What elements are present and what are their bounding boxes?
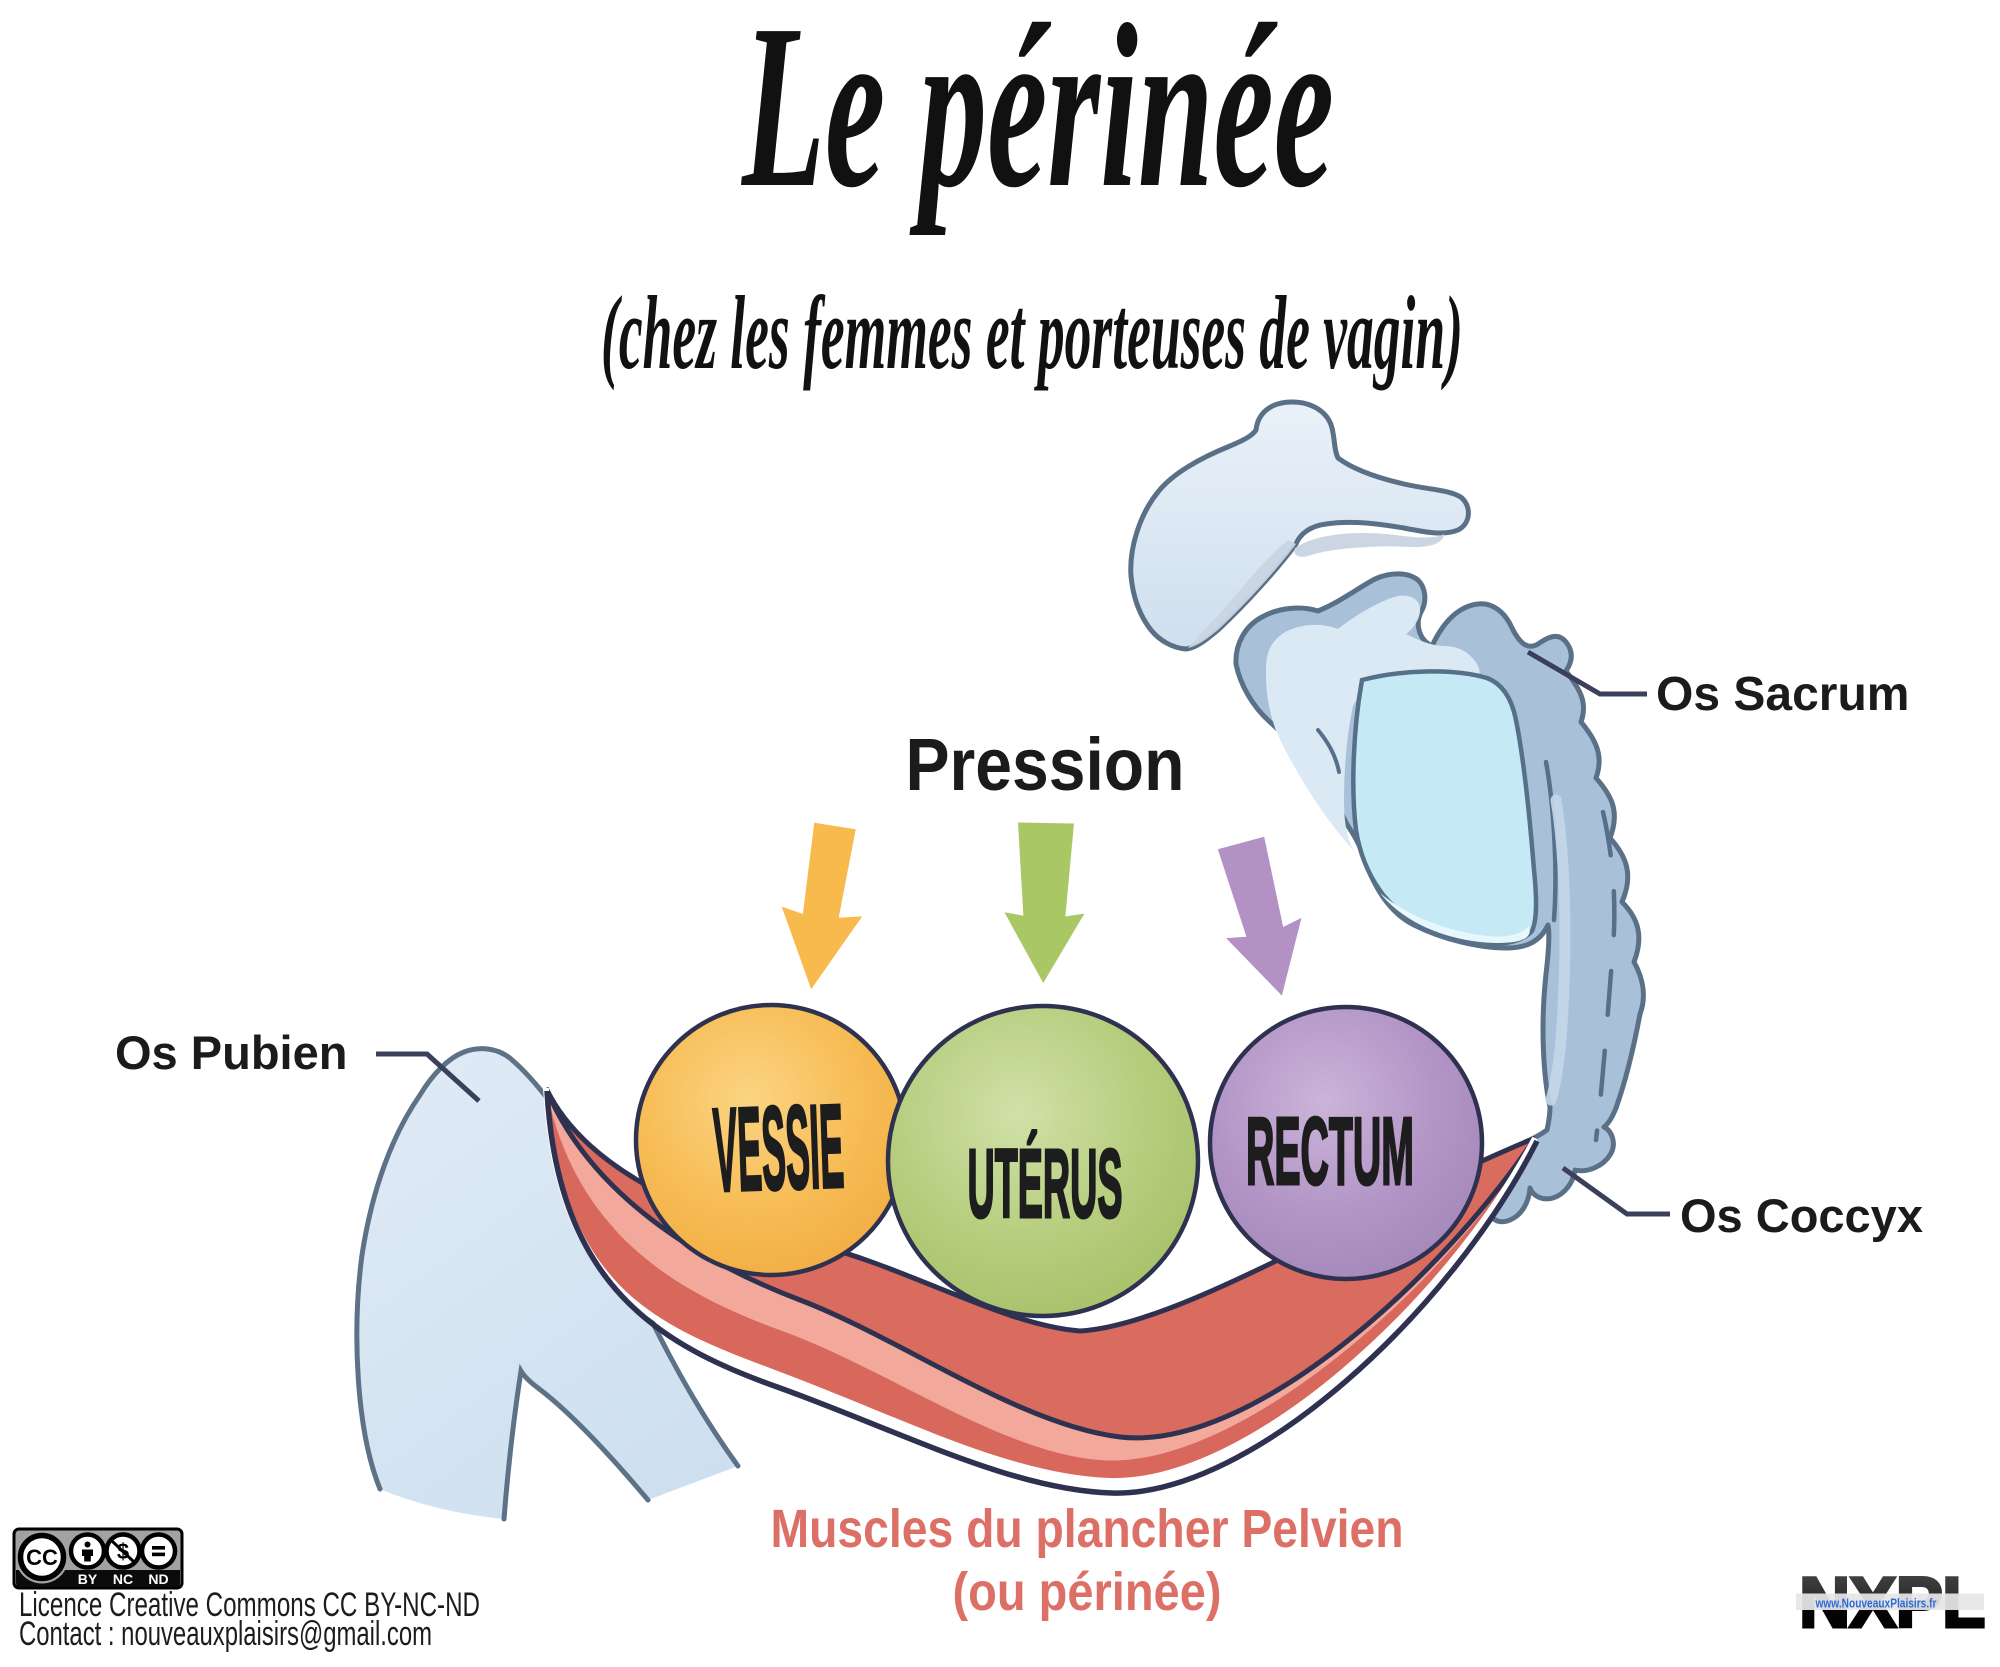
svg-text:Os Sacrum: Os Sacrum <box>1656 668 1909 721</box>
svg-text:Os Coccyx: Os Coccyx <box>1680 1189 1923 1242</box>
svg-text:VESSIE: VESSIE <box>711 1080 846 1217</box>
svg-text:www.NouveauxPlaisirs.fr: www.NouveauxPlaisirs.fr <box>1815 1596 1937 1611</box>
svg-text:(ou périnée): (ou périnée) <box>953 1562 1222 1622</box>
svg-text:Os Pubien: Os Pubien <box>115 1026 347 1079</box>
svg-text:Muscles du plancher Pelvien: Muscles du plancher Pelvien <box>771 1499 1404 1559</box>
svg-text:(chez les femmes et porteuses: (chez les femmes et porteuses de vagin) <box>601 274 1463 391</box>
svg-text:RECTUM: RECTUM <box>1246 1098 1414 1205</box>
svg-text:Licence Creative Commons CC BY: Licence Creative Commons CC BY-NC-ND <box>19 1586 480 1624</box>
svg-text:CC: CC <box>26 1545 58 1570</box>
svg-text:Pression: Pression <box>906 723 1185 806</box>
svg-text:Le périnée: Le périnée <box>741 0 1334 236</box>
svg-text:UTÉRUS: UTÉRUS <box>968 1129 1123 1238</box>
svg-text:ND: ND <box>148 1571 168 1587</box>
svg-text:BY: BY <box>78 1571 98 1587</box>
svg-text:Contact : nouveauxplaisirs@gma: Contact : nouveauxplaisirs@gmail.com <box>19 1615 432 1653</box>
svg-text:NC: NC <box>113 1571 133 1587</box>
